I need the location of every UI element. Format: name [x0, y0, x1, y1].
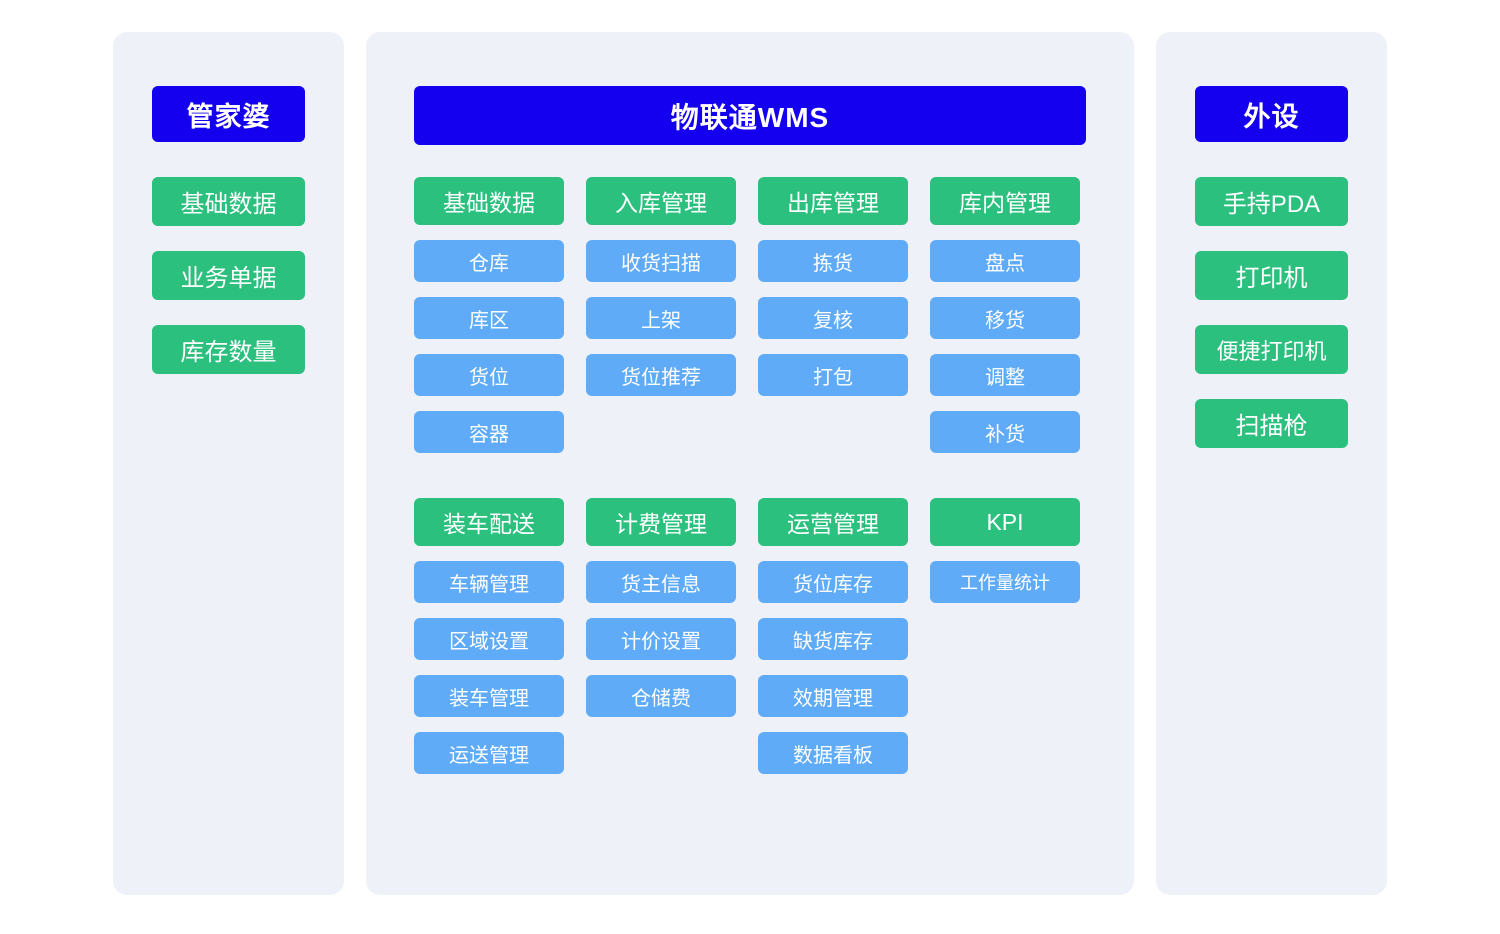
module-category[interactable]: 基础数据	[414, 177, 564, 225]
module-column-loading-delivery: 装车配送 车辆管理 区域设置 装车管理 运送管理	[414, 498, 564, 774]
module-category[interactable]: 出库管理	[758, 177, 908, 225]
module-subitem[interactable]: 仓库	[414, 240, 564, 282]
grid-spacer	[586, 411, 736, 453]
module-subitem[interactable]: 移货	[930, 297, 1080, 339]
left-panel-item[interactable]: 业务单据	[152, 251, 305, 300]
module-category[interactable]: 入库管理	[586, 177, 736, 225]
module-subitem[interactable]: 货位库存	[758, 561, 908, 603]
module-subitem[interactable]: 运送管理	[414, 732, 564, 774]
module-subitem[interactable]: 计价设置	[586, 618, 736, 660]
right-panel-item[interactable]: 扫描枪	[1195, 399, 1348, 448]
module-subitem[interactable]: 货位	[414, 354, 564, 396]
grid-spacer	[930, 732, 1080, 774]
left-panel-item[interactable]: 基础数据	[152, 177, 305, 226]
right-panel-header: 外设	[1195, 86, 1348, 142]
right-panel-item[interactable]: 便捷打印机	[1195, 325, 1348, 374]
module-subitem[interactable]: 调整	[930, 354, 1080, 396]
module-subitem[interactable]: 仓储费	[586, 675, 736, 717]
module-subitem[interactable]: 拣货	[758, 240, 908, 282]
right-panel-item[interactable]: 手持PDA	[1195, 177, 1348, 226]
module-column-in-warehouse: 库内管理 盘点 移货 调整 补货	[930, 177, 1080, 453]
left-panel-item-list: 基础数据 业务单据 库存数量	[152, 177, 305, 374]
module-subitem[interactable]: 复核	[758, 297, 908, 339]
module-section-operations: 装车配送 车辆管理 区域设置 装车管理 运送管理 计费管理 货主信息 计价设置 …	[414, 498, 1086, 774]
module-column-inbound: 入库管理 收货扫描 上架 货位推荐	[586, 177, 736, 453]
grid-spacer	[930, 675, 1080, 717]
right-panel-item-list: 手持PDA 打印机 便捷打印机 扫描枪	[1195, 177, 1348, 448]
left-panel-header: 管家婆	[152, 86, 305, 142]
module-category[interactable]: 装车配送	[414, 498, 564, 546]
module-category[interactable]: 运营管理	[758, 498, 908, 546]
module-subitem[interactable]: 盘点	[930, 240, 1080, 282]
main-panel-wms: 物联通WMS 基础数据 仓库 库区 货位 容器 入库管理 收货扫描 上架 货位推…	[366, 32, 1134, 895]
module-category[interactable]: 计费管理	[586, 498, 736, 546]
module-subitem[interactable]: 打包	[758, 354, 908, 396]
grid-spacer	[586, 732, 736, 774]
module-column-basic-data: 基础数据 仓库 库区 货位 容器	[414, 177, 564, 453]
grid-spacer	[930, 618, 1080, 660]
module-column-outbound: 出库管理 拣货 复核 打包	[758, 177, 908, 453]
module-category[interactable]: KPI	[930, 498, 1080, 546]
module-subitem[interactable]: 区域设置	[414, 618, 564, 660]
grid-spacer	[758, 411, 908, 453]
left-panel-guanjiapo: 管家婆 基础数据 业务单据 库存数量	[113, 32, 344, 895]
module-subitem[interactable]: 库区	[414, 297, 564, 339]
module-subitem[interactable]: 车辆管理	[414, 561, 564, 603]
left-panel-item[interactable]: 库存数量	[152, 325, 305, 374]
module-section-core: 基础数据 仓库 库区 货位 容器 入库管理 收货扫描 上架 货位推荐 出库管理 …	[414, 177, 1086, 453]
module-column-kpi: KPI 工作量统计	[930, 498, 1080, 774]
module-column-operations: 运营管理 货位库存 缺货库存 效期管理 数据看板	[758, 498, 908, 774]
main-panel-header: 物联通WMS	[414, 86, 1086, 145]
right-panel-item[interactable]: 打印机	[1195, 251, 1348, 300]
right-panel-peripherals: 外设 手持PDA 打印机 便捷打印机 扫描枪	[1156, 32, 1387, 895]
module-subitem[interactable]: 缺货库存	[758, 618, 908, 660]
module-column-billing: 计费管理 货主信息 计价设置 仓储费	[586, 498, 736, 774]
module-subitem[interactable]: 收货扫描	[586, 240, 736, 282]
module-category[interactable]: 库内管理	[930, 177, 1080, 225]
module-subitem[interactable]: 货主信息	[586, 561, 736, 603]
module-subitem[interactable]: 效期管理	[758, 675, 908, 717]
module-subitem[interactable]: 工作量统计	[930, 561, 1080, 603]
module-subitem[interactable]: 货位推荐	[586, 354, 736, 396]
module-subitem[interactable]: 数据看板	[758, 732, 908, 774]
module-subitem[interactable]: 补货	[930, 411, 1080, 453]
module-subitem[interactable]: 装车管理	[414, 675, 564, 717]
module-subitem[interactable]: 容器	[414, 411, 564, 453]
module-subitem[interactable]: 上架	[586, 297, 736, 339]
